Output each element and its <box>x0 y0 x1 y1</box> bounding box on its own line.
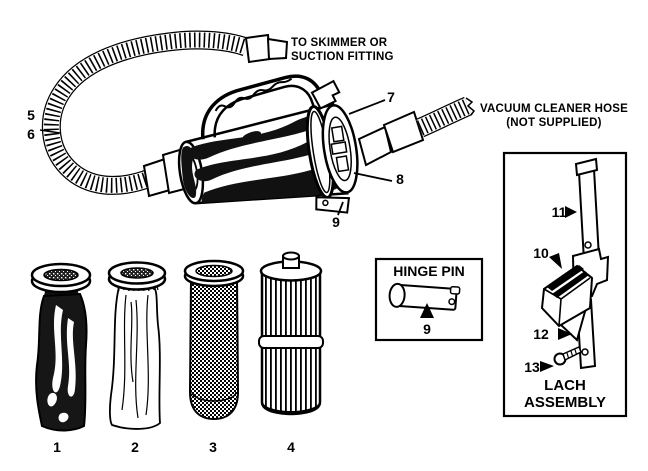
note-vacuum: VACUUM CLEANER HOSE (NOT SUPPLIED) <box>469 102 639 130</box>
callout-13: 13 <box>524 359 540 375</box>
callout-8: 8 <box>396 171 404 187</box>
note-vacuum-line1: VACUUM CLEANER HOSE <box>480 103 628 115</box>
filter-mesh-basket <box>183 259 245 421</box>
callout-9-inset: 9 <box>423 321 431 337</box>
callout-2: 2 <box>131 439 139 455</box>
latch-10 <box>540 247 610 342</box>
callout-6: 6 <box>27 126 35 142</box>
filter-bag-fine <box>107 261 167 430</box>
callout-3: 3 <box>209 439 217 455</box>
latch-assembly-title-line2: ASSEMBLY <box>524 394 606 411</box>
handle-bracket <box>310 79 341 110</box>
callout-12: 12 <box>533 326 549 342</box>
canister-texture <box>181 115 340 211</box>
callout-4: 4 <box>287 439 295 455</box>
canister <box>177 74 359 214</box>
callout-7: 7 <box>387 89 395 105</box>
latch-assembly-title-line1: LACH <box>544 377 586 394</box>
latch-assembly-inset <box>502 151 628 418</box>
hinge-pin-title: HINGE PIN <box>393 263 465 279</box>
callout-9: 9 <box>332 214 340 230</box>
note-skimmer-line1: TO SKIMMER OR <box>291 37 388 49</box>
note-skimmer: TO SKIMMER OR SUCTION FITTING <box>291 36 394 64</box>
end-cap <box>321 104 359 194</box>
filter-bag-coarse <box>30 262 92 432</box>
leader-8 <box>353 172 393 182</box>
leader-5-6 <box>39 129 61 134</box>
hose-adapter-right <box>357 110 425 167</box>
skimmer-cuff <box>244 33 289 64</box>
leader-9 <box>337 201 344 216</box>
callout-5: 5 <box>27 107 35 123</box>
vacuum-cleaner-hose <box>415 96 476 138</box>
callout-1: 1 <box>53 439 61 455</box>
arrow-9-inset <box>420 303 434 318</box>
screw-13 <box>553 346 582 366</box>
leader-7 <box>348 99 386 115</box>
filter-cartridge <box>258 251 324 416</box>
note-skimmer-line2: SUCTION FITTING <box>291 51 394 63</box>
callout-11: 11 <box>551 204 567 220</box>
arrow-13 <box>540 361 554 372</box>
corrugated-hose <box>41 30 250 195</box>
handle <box>201 74 341 140</box>
arrow-12 <box>558 328 572 340</box>
arrow-11 <box>565 206 577 218</box>
callout-10: 10 <box>533 245 549 261</box>
upper-strap-11 <box>574 157 601 263</box>
arrow-10 <box>549 253 562 269</box>
note-vacuum-line2: (NOT SUPPLIED) <box>506 117 602 129</box>
hinge-pin-inset <box>374 257 484 342</box>
